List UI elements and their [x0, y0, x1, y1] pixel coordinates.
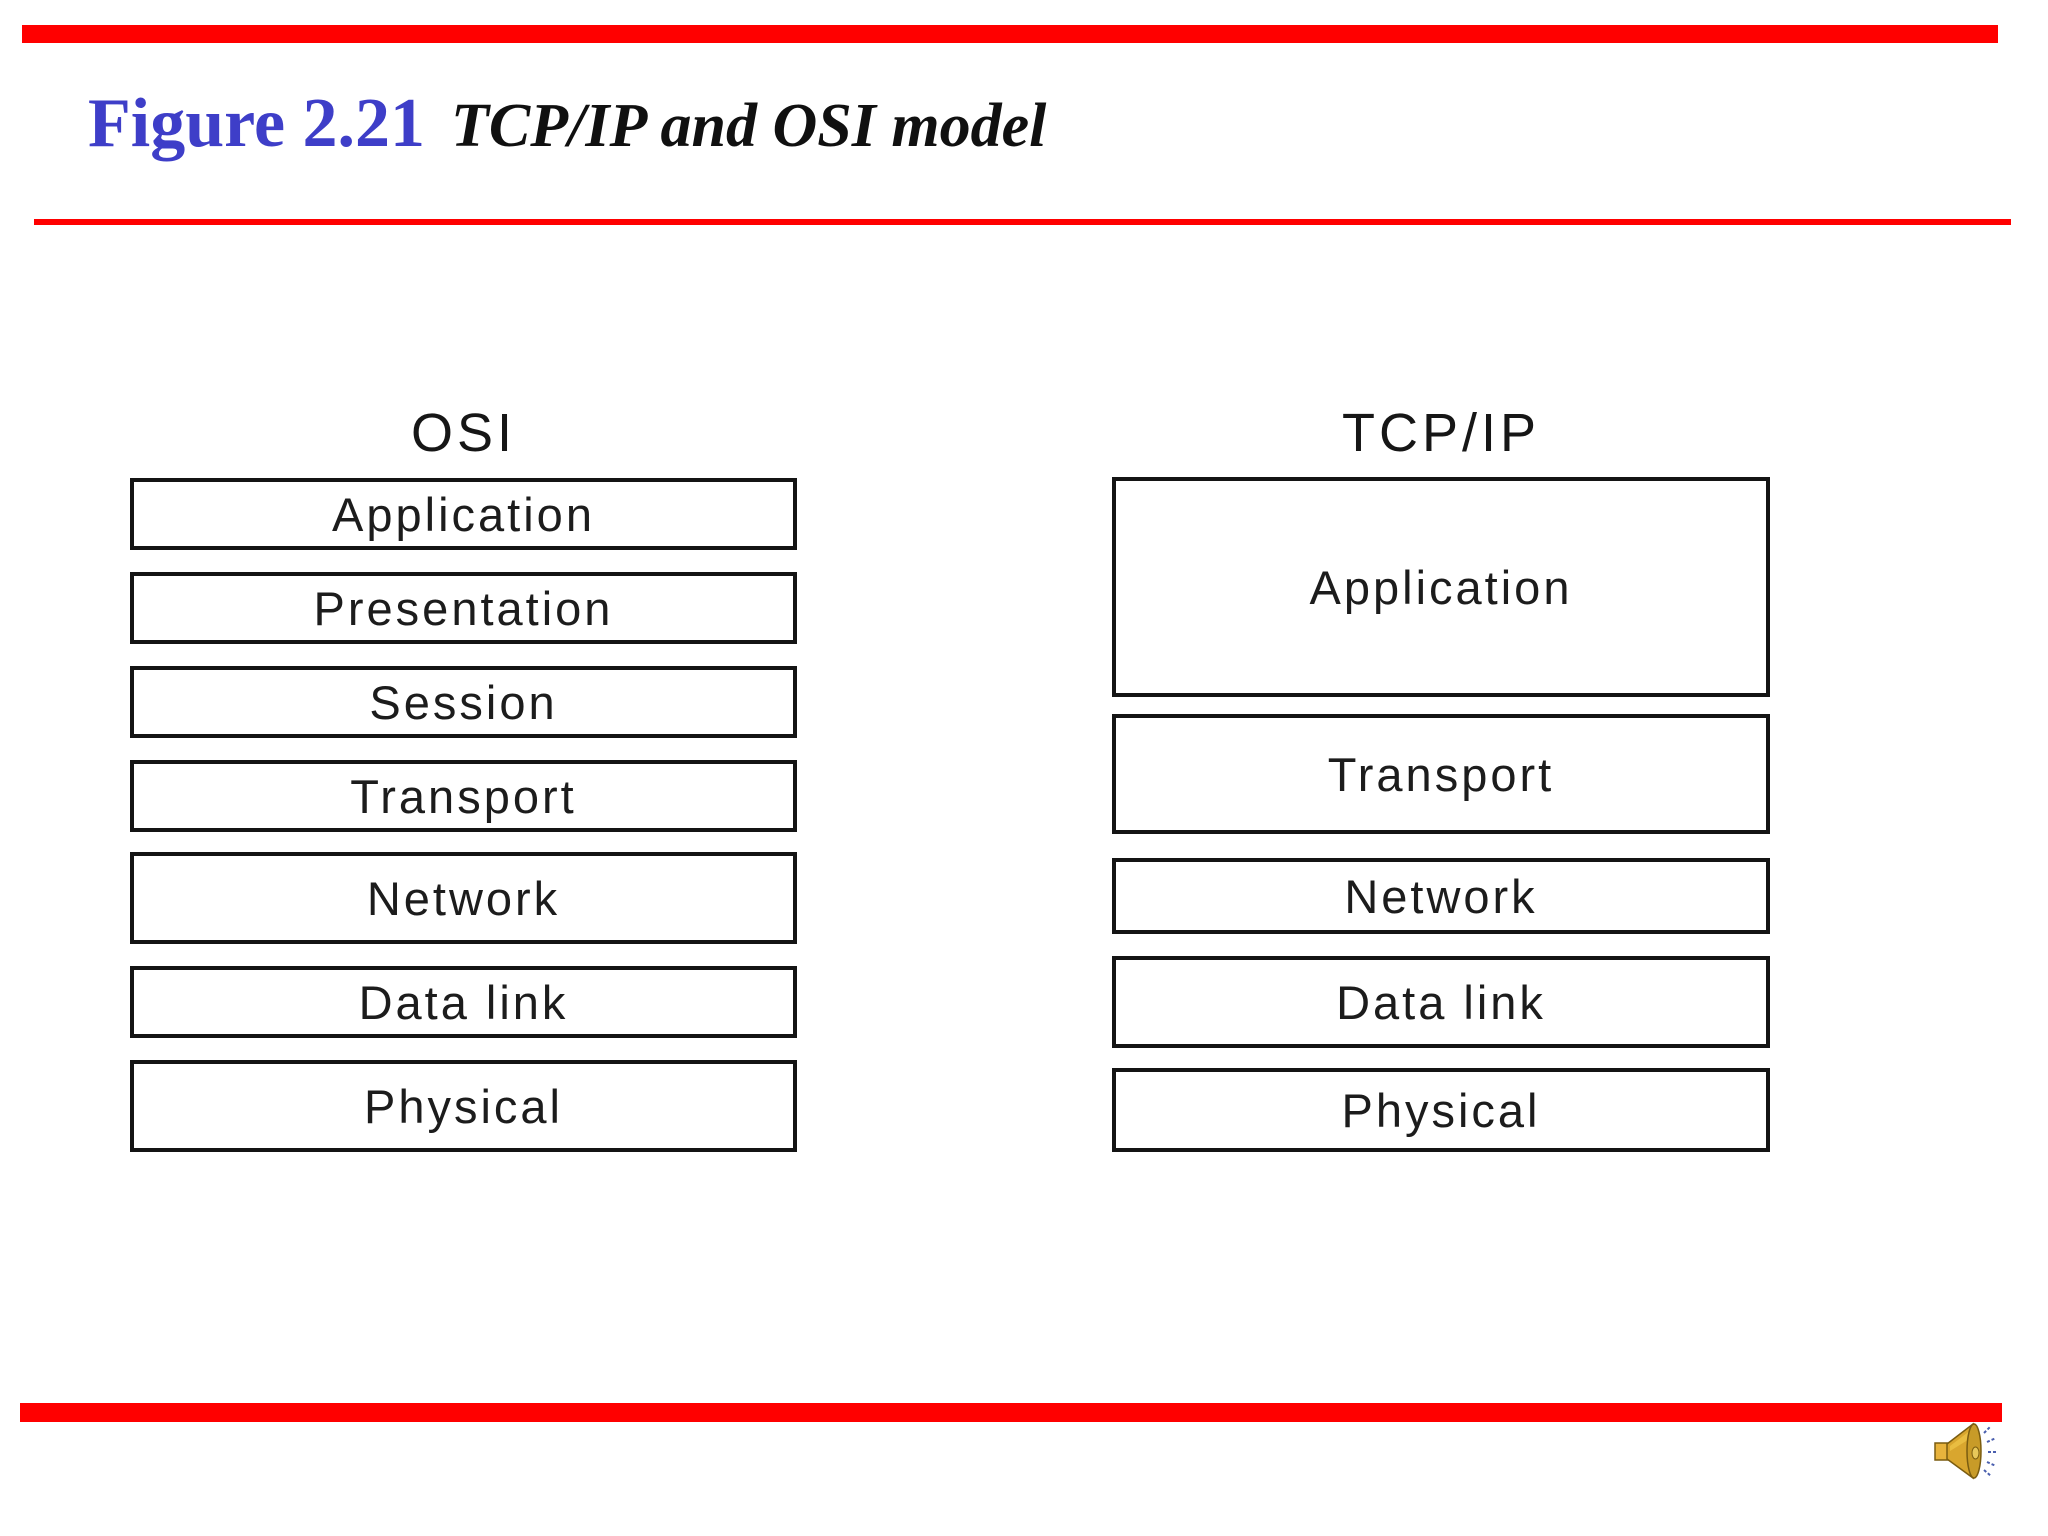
- bottom-accent-bar: [20, 1403, 2002, 1422]
- osi-layer-label: Transport: [350, 769, 577, 823]
- osi-layer-label: Network: [366, 871, 561, 925]
- osi-layer-label: Data link: [358, 975, 569, 1029]
- osi-layer-label: Session: [369, 675, 558, 729]
- figure-number: Figure 2.21: [88, 85, 426, 162]
- title-underline: [34, 219, 2011, 225]
- tcpip-layer-label: Data link: [1336, 975, 1546, 1029]
- osi-layer-network: Network: [130, 852, 797, 944]
- figure-caption: TCP/IP and OSI model: [451, 92, 1047, 160]
- osi-layer-label: Application: [332, 487, 595, 541]
- osi-layer-session: Session: [130, 666, 797, 738]
- osi-layer-application: Application: [130, 478, 797, 550]
- osi-layer-label: Physical: [363, 1079, 563, 1133]
- tcpip-layer-label: Application: [1309, 560, 1573, 614]
- tcpip-layer-label: Transport: [1327, 747, 1555, 801]
- tcpip-heading: TCP/IP: [1341, 403, 1541, 463]
- page-title: Figure 2.21 TCP/IP and OSI model: [88, 84, 1988, 164]
- osi-layer-label: Presentation: [313, 581, 614, 635]
- tcpip-layer-datalink: Data link: [1112, 956, 1770, 1048]
- tcpip-layer-application: Application: [1112, 477, 1770, 697]
- osi-heading: OSI: [410, 403, 517, 463]
- osi-layer-physical: Physical: [130, 1060, 797, 1152]
- tcpip-layer-physical: Physical: [1112, 1068, 1770, 1152]
- tcpip-layer-network: Network: [1112, 858, 1770, 934]
- speaker-icon[interactable]: [1933, 1420, 1999, 1482]
- osi-layer-presentation: Presentation: [130, 572, 797, 644]
- tcpip-layer-transport: Transport: [1112, 714, 1770, 834]
- tcpip-column: TCP/IP Application Transport Network Dat…: [1112, 0, 1770, 1200]
- osi-layer-transport: Transport: [130, 760, 797, 832]
- osi-layer-datalink: Data link: [130, 966, 797, 1038]
- tcpip-layer-label: Physical: [1341, 1083, 1541, 1137]
- top-accent-bar: [22, 25, 1998, 43]
- osi-column: OSI Application Presentation Session Tra…: [130, 0, 797, 1200]
- tcpip-layer-label: Network: [1344, 869, 1538, 923]
